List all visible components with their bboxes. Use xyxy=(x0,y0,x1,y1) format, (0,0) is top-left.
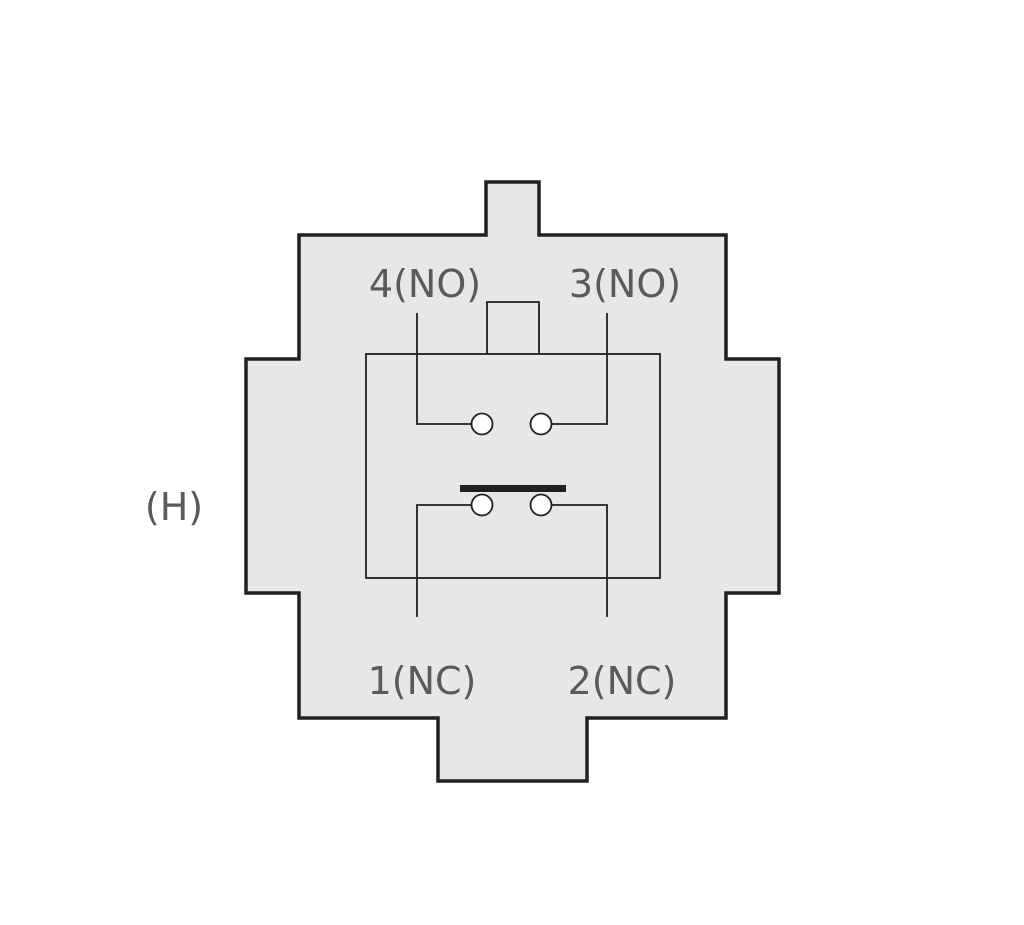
switch-actuator xyxy=(486,301,540,354)
nc-contact-left xyxy=(470,493,494,517)
pin-2-label: 2(NC) xyxy=(568,659,677,703)
switch-frame xyxy=(365,353,661,579)
pin-1-label: 1(NC) xyxy=(368,659,477,703)
pin-1-lead xyxy=(416,504,471,617)
no-contact-left xyxy=(470,412,494,436)
pin-4-label: 4(NO) xyxy=(369,262,481,306)
pin-2-lead xyxy=(552,504,608,617)
pin-3-label: 3(NO) xyxy=(569,262,681,306)
connector-housing xyxy=(244,180,781,783)
pin-3-lead xyxy=(552,313,608,425)
no-contact-right xyxy=(529,412,553,436)
side-label: (H) xyxy=(145,485,203,529)
nc-contact-right xyxy=(529,493,553,517)
pin-4-lead xyxy=(416,313,471,425)
contact-bar xyxy=(460,485,566,492)
